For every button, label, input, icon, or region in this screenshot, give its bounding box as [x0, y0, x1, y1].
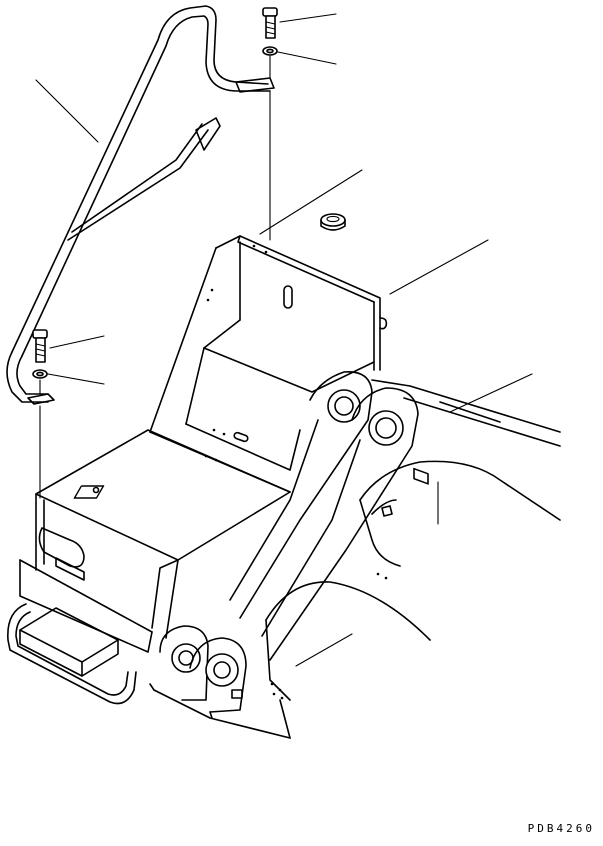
- leader-washer-left: [47, 373, 105, 385]
- bolt: [32, 329, 48, 363]
- leader-bolt-top: [279, 13, 337, 23]
- step: [7, 603, 137, 705]
- leader-lower: [295, 633, 353, 667]
- leader-lines: [35, 13, 533, 667]
- leader-frame: [449, 373, 533, 413]
- leader-washer-top: [277, 51, 337, 65]
- cap: [320, 213, 346, 231]
- leader-fender: [389, 239, 489, 295]
- tool-box: [19, 429, 291, 653]
- boom-foot-pin: [159, 371, 561, 713]
- leader-cap: [259, 169, 363, 235]
- bolt: [262, 7, 278, 39]
- fender: [149, 235, 388, 493]
- frame: [149, 460, 561, 739]
- drawing-code: PDB4260: [527, 822, 595, 835]
- leader-handrail: [35, 79, 99, 143]
- handrail: [6, 5, 275, 405]
- leader-bolt-left: [49, 335, 105, 349]
- washer: [32, 369, 48, 379]
- washer: [262, 46, 278, 56]
